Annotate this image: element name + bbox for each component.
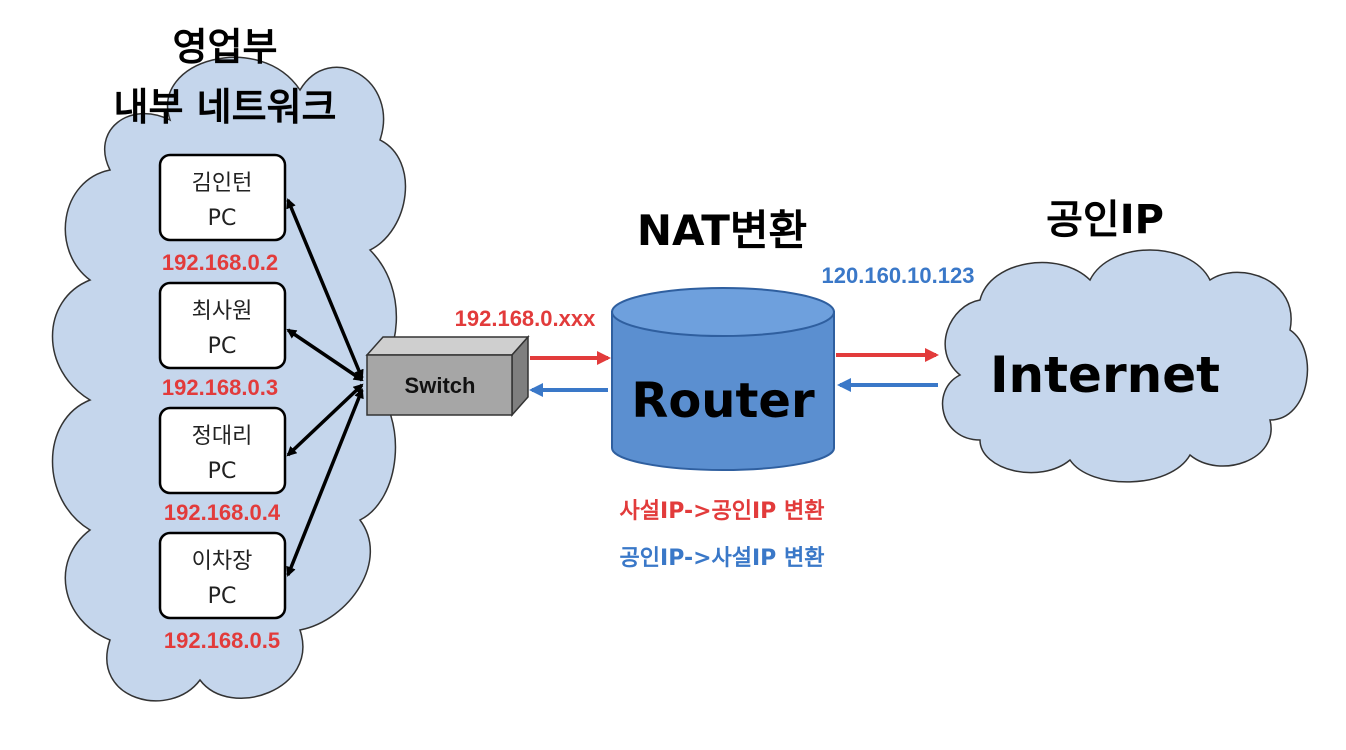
public-ip-address: 120.160.10.123 [822,263,975,288]
pc-node: 이차장 PC [158,531,287,620]
pc-name: 정대리 [192,424,253,449]
pc-type: PC [208,584,237,609]
router-device: Router [611,287,835,471]
switch-device: Switch [365,335,530,417]
pc-ip: 192.168.0.4 [164,500,281,525]
conversion-outbound-note: 사설IP->공인IP 변환 [620,499,825,524]
pc-switch-links [286,198,364,577]
router-label: Router [631,373,815,429]
network-title-line2: 내부 네트워크 [114,85,337,129]
pc-ip: 192.168.0.5 [164,628,280,653]
internet-cloud [941,249,1309,483]
switch-label: Switch [405,373,476,398]
pc-name: 김인턴 [192,171,253,196]
pc-type: PC [208,334,237,359]
private-ip-range: 192.168.0.xxx [455,306,596,331]
conversion-inbound-note: 공인IP->사설IP 변환 [620,546,825,571]
pc-ip: 192.168.0.2 [162,250,278,275]
internet-label: Internet [990,346,1220,404]
pc-type: PC [208,459,237,484]
pc-type: PC [208,206,237,231]
public-ip-title: 공인IP [1046,197,1164,243]
pc-node: 김인턴 PC [158,153,287,242]
network-title-line1: 영업부 [173,25,278,69]
pc-ip: 192.168.0.3 [162,375,278,400]
pc-name: 이차장 [192,549,253,574]
pc-name: 최사원 [192,299,253,324]
pc-node: 정대리 PC [158,406,287,495]
pc-node: 최사원 PC [158,281,287,370]
nat-title: NAT변환 [637,206,807,255]
